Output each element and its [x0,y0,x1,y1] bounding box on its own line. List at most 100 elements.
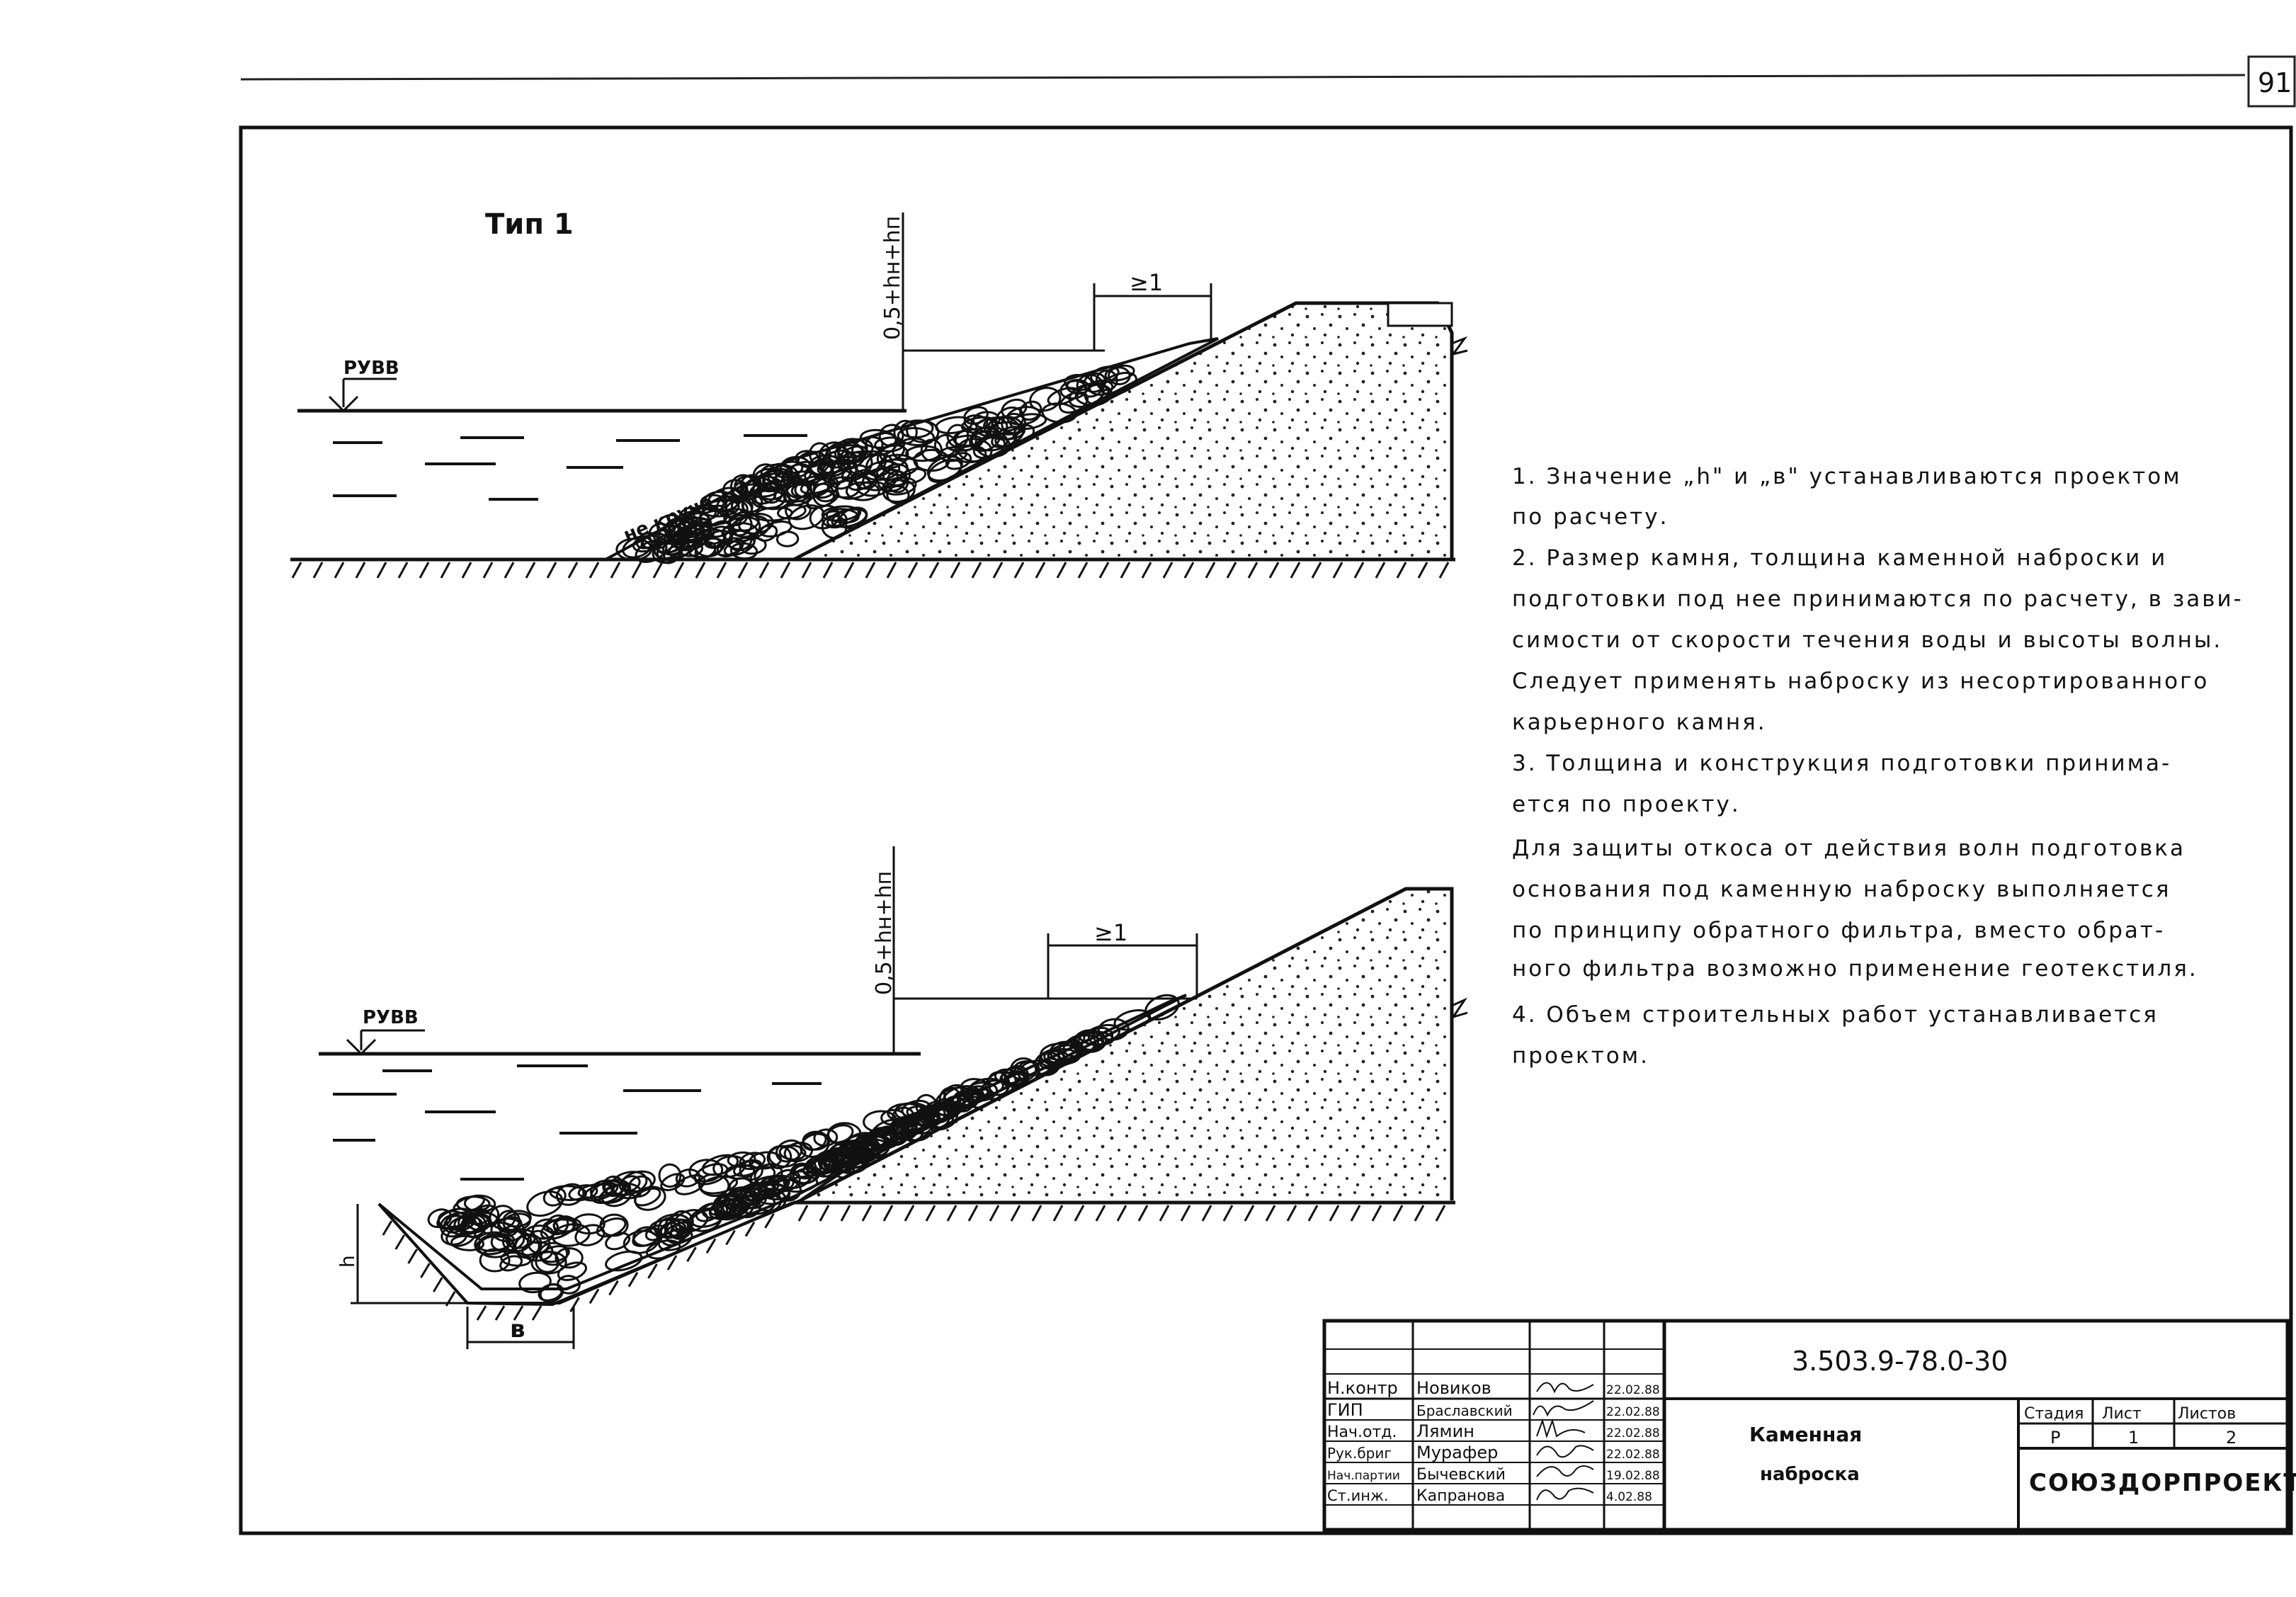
riprap-stone [922,1105,950,1130]
staff-date: 19.02.88 [1606,1469,1660,1483]
doc-code: 3.503.9-78.0-30 [1792,1346,2008,1377]
riprap-stone [753,467,778,487]
lower-height-label: 0,5+hн+hп [872,871,897,995]
riprap-stone [609,1171,648,1196]
lower-water-label: РУВВ [363,1007,419,1028]
lower-riprap-stones [427,994,1180,1303]
riprap-stone [540,1216,577,1240]
riprap-stone [945,452,972,470]
riprap-stone [809,504,841,530]
riprap-stone [975,418,999,437]
organization: СОЮЗДОРПРОЕКТ [2029,1469,2296,1497]
staff-role: Нач.отд. [1327,1423,1397,1441]
upper-berm-label: ≥1 [1130,269,1163,296]
riprap-stone [893,419,918,445]
sheet-header: Лист [2102,1405,2142,1423]
riprap-stone [914,1104,946,1128]
staff-date: 4.02.88 [1606,1490,1652,1504]
riprap-stone [778,1144,807,1161]
riprap-stone [632,1226,659,1247]
riprap-stone [1047,1041,1083,1064]
riprap-stone [802,1130,829,1151]
riprap-stone [669,527,706,550]
upper-embankment-fill [793,303,1452,559]
riprap-stone [825,508,860,524]
staff-role: Ст.инж. [1327,1487,1389,1504]
note-line: по расчету. [1512,504,1669,530]
note-line: ного фильтра возможно применение геотекс… [1512,956,2198,982]
note-line: ется по проекту. [1512,792,1741,817]
staff-role: Н.контр [1327,1378,1398,1398]
riprap-stone [775,530,800,547]
riprap-stone [701,499,740,518]
staff-role: ГИП [1327,1400,1363,1420]
riprap-stone [657,524,688,542]
riprap-stone [785,479,812,503]
riprap-stone [824,445,850,469]
riprap-stone [836,438,868,459]
signature [1536,1487,1594,1501]
note-line: Следует применять наброску из несортиров… [1512,669,2210,694]
page-mark: 91 [2258,67,2292,98]
riprap-stone [756,524,778,542]
riprap-stone [674,1174,706,1195]
staff-name: Капранова [1416,1487,1505,1505]
riprap-stone [555,1247,584,1269]
riprap-stone [733,1159,763,1177]
riprap-stone [1084,383,1110,406]
lower-water-mark: РУВВ [346,1007,425,1056]
riprap-stone [673,1209,709,1233]
riprap-stone [635,532,659,550]
riprap-stone [657,1228,693,1251]
riprap-stone [749,1175,788,1200]
upper-section: Тип 1 РУВВ 0,5+hн+hп [290,208,1468,579]
riprap-stone [882,479,916,503]
riprap-stone [574,1224,606,1246]
riprap-stone [828,1142,859,1168]
type-label: Тип 1 [485,208,574,241]
riprap-stone [927,458,963,484]
riprap-stone [1083,1023,1121,1046]
note-line: 1. Значение „h" и „в" устанавливаются пр… [1512,464,2182,489]
top-rule [240,74,2246,81]
riprap-stone [987,421,1025,441]
lower-width-label: в [510,1315,525,1343]
riprap-stone [852,1134,890,1154]
riprap-stone [612,1182,642,1200]
lower-ground-hatch [382,1205,1446,1321]
riprap-stone [813,1149,846,1174]
riprap-stone [513,1233,542,1256]
drawing-title-1: Каменная [1749,1423,1862,1446]
riprap-stone [474,1231,510,1256]
lower-break-mark [1450,997,1468,1019]
riprap-stone [952,1090,974,1113]
staff-name: Новиков [1416,1378,1491,1398]
sheets-header: Листов [2178,1405,2236,1423]
riprap-stone [1029,387,1062,412]
riprap-stone [845,481,880,501]
riprap-stone [875,1125,899,1149]
riprap-stone [660,1173,686,1191]
drawing-title-2: наброска [1760,1464,1860,1485]
riprap-stone [499,1255,523,1272]
riprap-stone [720,498,753,521]
staff-name: Браславский [1416,1402,1513,1419]
riprap-stone [744,475,783,498]
staff-name: Бычевский [1416,1466,1506,1484]
riprap-stone [987,1071,1011,1096]
riprap-stone [906,419,940,444]
riprap-stone [1144,994,1180,1021]
staff-row: Н.контр Новиков 22.02.88 [1327,1378,1660,1398]
riprap-stone [957,438,993,463]
riprap-stone [727,511,760,532]
note-line: подготовки под нее принимаются по расчет… [1512,586,2244,612]
riprap-stone [783,1176,819,1193]
riprap-stone [605,1250,643,1272]
riprap-stone [831,1154,856,1179]
riprap-stone [891,1116,914,1140]
riprap-stone [821,505,860,522]
riprap-stone [688,1159,724,1183]
riprap-stone [568,1184,598,1202]
staff-row: ГИП Браславский 22.02.88 [1327,1400,1660,1420]
staff-date: 22.02.88 [1606,1426,1660,1440]
